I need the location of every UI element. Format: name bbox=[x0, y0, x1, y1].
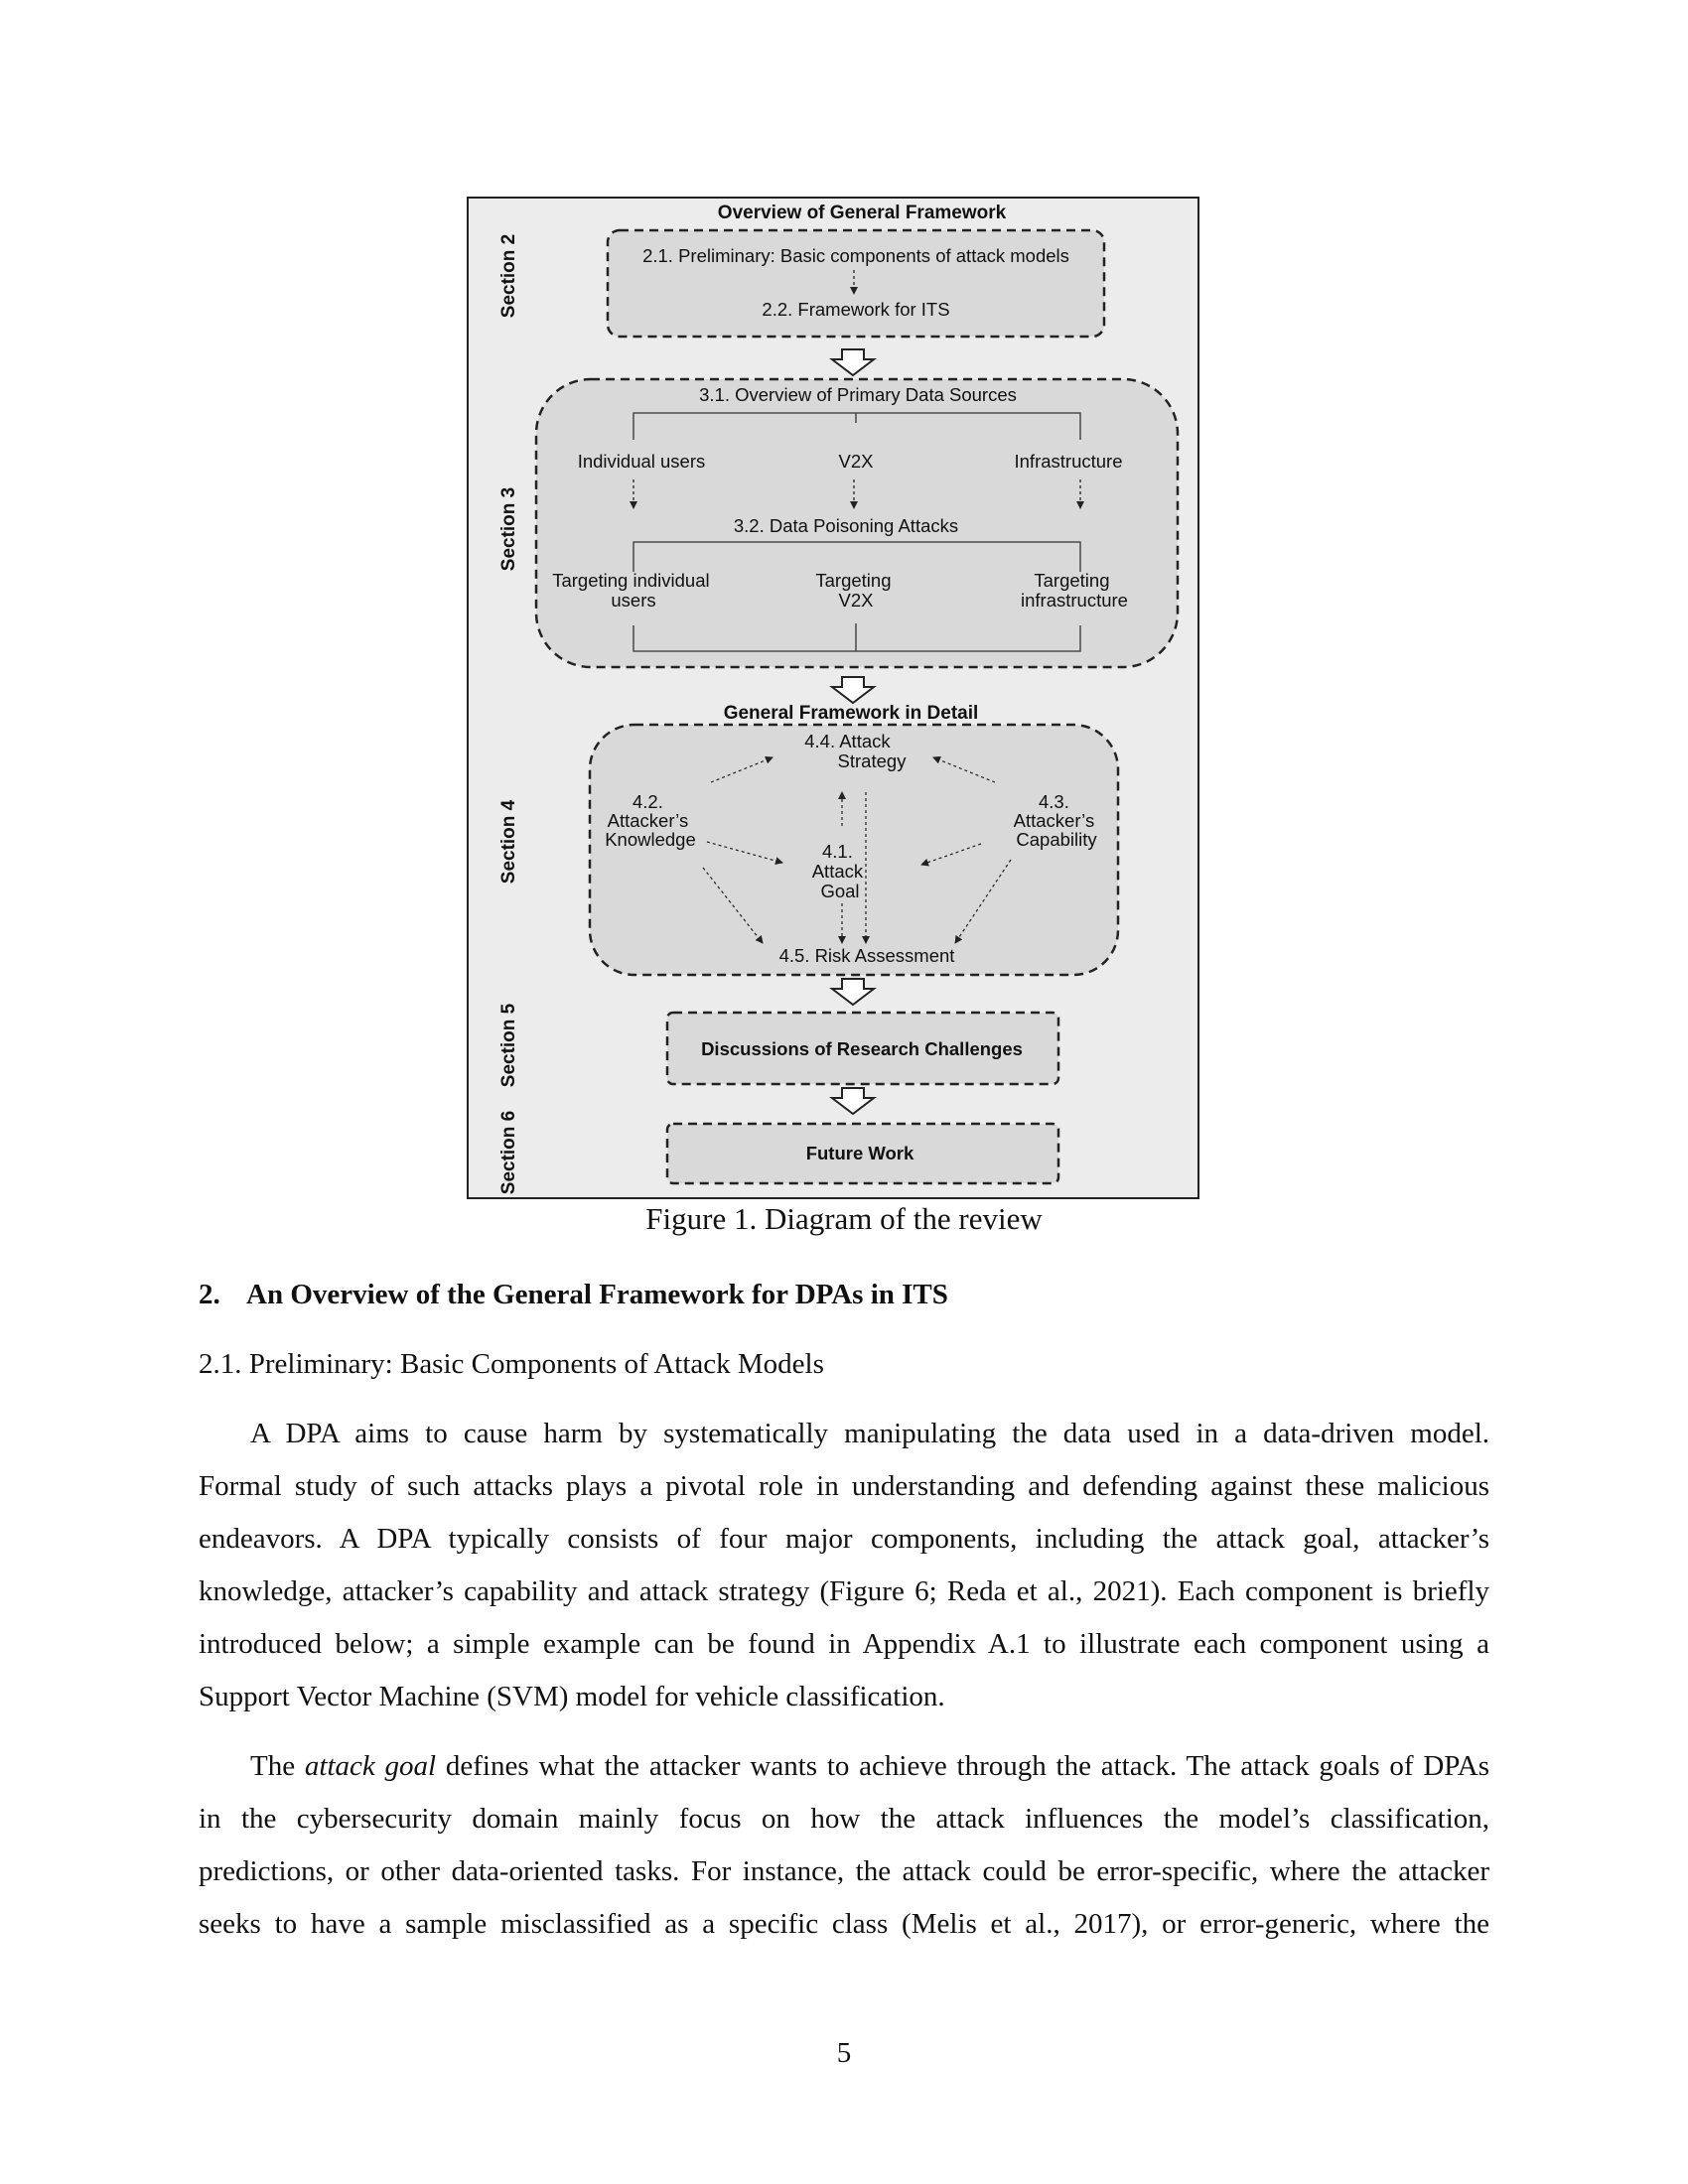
risk-assessment-node: 4.5. Risk Assessment bbox=[779, 945, 955, 966]
target-infrastructure: Targeting infrastructure bbox=[1021, 570, 1128, 611]
section-heading-number: 2. bbox=[199, 1279, 220, 1310]
paragraph-line: The attack goal defines what the attacke… bbox=[199, 1740, 1489, 1793]
attack-strategy-node: 4.4. Attack Strategy bbox=[804, 731, 907, 771]
flow-arrow-2 bbox=[829, 676, 877, 705]
paragraph-line: predictions, or other data-oriented task… bbox=[199, 1855, 1489, 1887]
knowledge-to-strategy-arrow bbox=[710, 755, 774, 783]
knowledge-to-risk-arrow bbox=[702, 867, 764, 944]
framework-its-node: 2.2. Framework for ITS bbox=[762, 299, 949, 320]
research-challenges-node: Discussions of Research Challenges bbox=[701, 1038, 1023, 1059]
section-3-box bbox=[534, 377, 1180, 669]
section-6-box bbox=[665, 1122, 1060, 1185]
targets-bottom-bracket bbox=[633, 623, 1081, 652]
section-5-box bbox=[665, 1011, 1060, 1086]
capability-to-goal-arrow bbox=[920, 843, 982, 867]
source-v2x: V2X bbox=[839, 451, 874, 472]
source-individual-users: Individual users bbox=[578, 451, 706, 472]
section-3-label: Section 3 bbox=[498, 487, 519, 571]
paragraph-line: in the cybersecurity domain mainly focus… bbox=[199, 1803, 1489, 1835]
paragraph-line: knowledge, attacker’s capability and att… bbox=[199, 1575, 1489, 1607]
paragraph-line: endeavors. A DPA typically consists of f… bbox=[199, 1523, 1489, 1555]
data-poisoning-title: 3.2. Data Poisoning Attacks bbox=[734, 515, 958, 536]
paragraph-text: defines what the attacker wants to achie… bbox=[436, 1750, 1490, 1782]
paragraph-line: seeks to have a sample misclassified as … bbox=[199, 1908, 1489, 1940]
section-5-label: Section 5 bbox=[498, 1003, 519, 1087]
attackers-capability-node: 4.3. Attacker’s Capability bbox=[1014, 791, 1100, 850]
knowledge-to-goal-arrow bbox=[706, 841, 783, 865]
paragraph-line: introduced below; a simple example can b… bbox=[199, 1628, 1489, 1660]
capability-to-risk-arrow bbox=[954, 859, 1012, 944]
paragraph-line: Formal study of such attacks plays a piv… bbox=[199, 1470, 1489, 1502]
attack-goal-node: 4.1. Attack Goal bbox=[812, 841, 869, 901]
general-framework-detail-title: General Framework in Detail bbox=[724, 703, 979, 724]
capability-to-strategy-arrow bbox=[932, 755, 996, 783]
section-heading: 2. An Overview of the General Framework f… bbox=[199, 1279, 948, 1311]
section-heading-text: An Overview of the General Framework for… bbox=[246, 1279, 948, 1310]
section-6-label: Section 6 bbox=[498, 1111, 519, 1194]
source-infrastructure: Infrastructure bbox=[1015, 451, 1123, 472]
flow-arrow-1 bbox=[829, 348, 877, 377]
attackers-knowledge-node: 4.2. Attacker’s Knowledge bbox=[605, 791, 696, 850]
flow-arrow-3 bbox=[829, 978, 877, 1007]
section-4-label: Section 4 bbox=[498, 799, 519, 884]
review-diagram-figure: Overview of General Framework Section 2 … bbox=[467, 197, 1199, 1199]
term-attack-goal: attack goal bbox=[304, 1750, 437, 1782]
future-work-node: Future Work bbox=[806, 1143, 914, 1163]
subsection-heading: 2.1. Preliminary: Basic Components of At… bbox=[199, 1348, 824, 1380]
sources-bracket bbox=[633, 412, 1081, 440]
primary-data-sources-title: 3.1. Overview of Primary Data Sources bbox=[699, 384, 1017, 405]
figure-title: Overview of General Framework bbox=[718, 203, 1007, 223]
paragraph-text: The bbox=[250, 1750, 305, 1782]
paragraph-dpa-intro: A DPA aims to cause harm by systematical… bbox=[199, 1408, 1489, 1723]
paragraph-attack-goal: The attack goal defines what the attacke… bbox=[199, 1740, 1489, 1951]
section-2-box bbox=[606, 228, 1106, 339]
target-users: Targeting individual users bbox=[552, 570, 715, 611]
flow-arrow-4 bbox=[829, 1087, 877, 1116]
target-v2x: Targeting V2X bbox=[815, 570, 896, 611]
page-number: 5 bbox=[836, 2037, 852, 2069]
preliminary-node: 2.1. Preliminary: Basic components of at… bbox=[642, 245, 1069, 266]
figure-caption: Figure 1. Diagram of the review bbox=[645, 1201, 1043, 1236]
section-2-label: Section 2 bbox=[498, 234, 519, 318]
paragraph-line: Support Vector Machine (SVM) model for v… bbox=[199, 1681, 945, 1712]
paragraph-line: A DPA aims to cause harm by systematical… bbox=[250, 1418, 1489, 1449]
section-4-box bbox=[588, 723, 1120, 977]
targets-bracket bbox=[633, 541, 1081, 572]
